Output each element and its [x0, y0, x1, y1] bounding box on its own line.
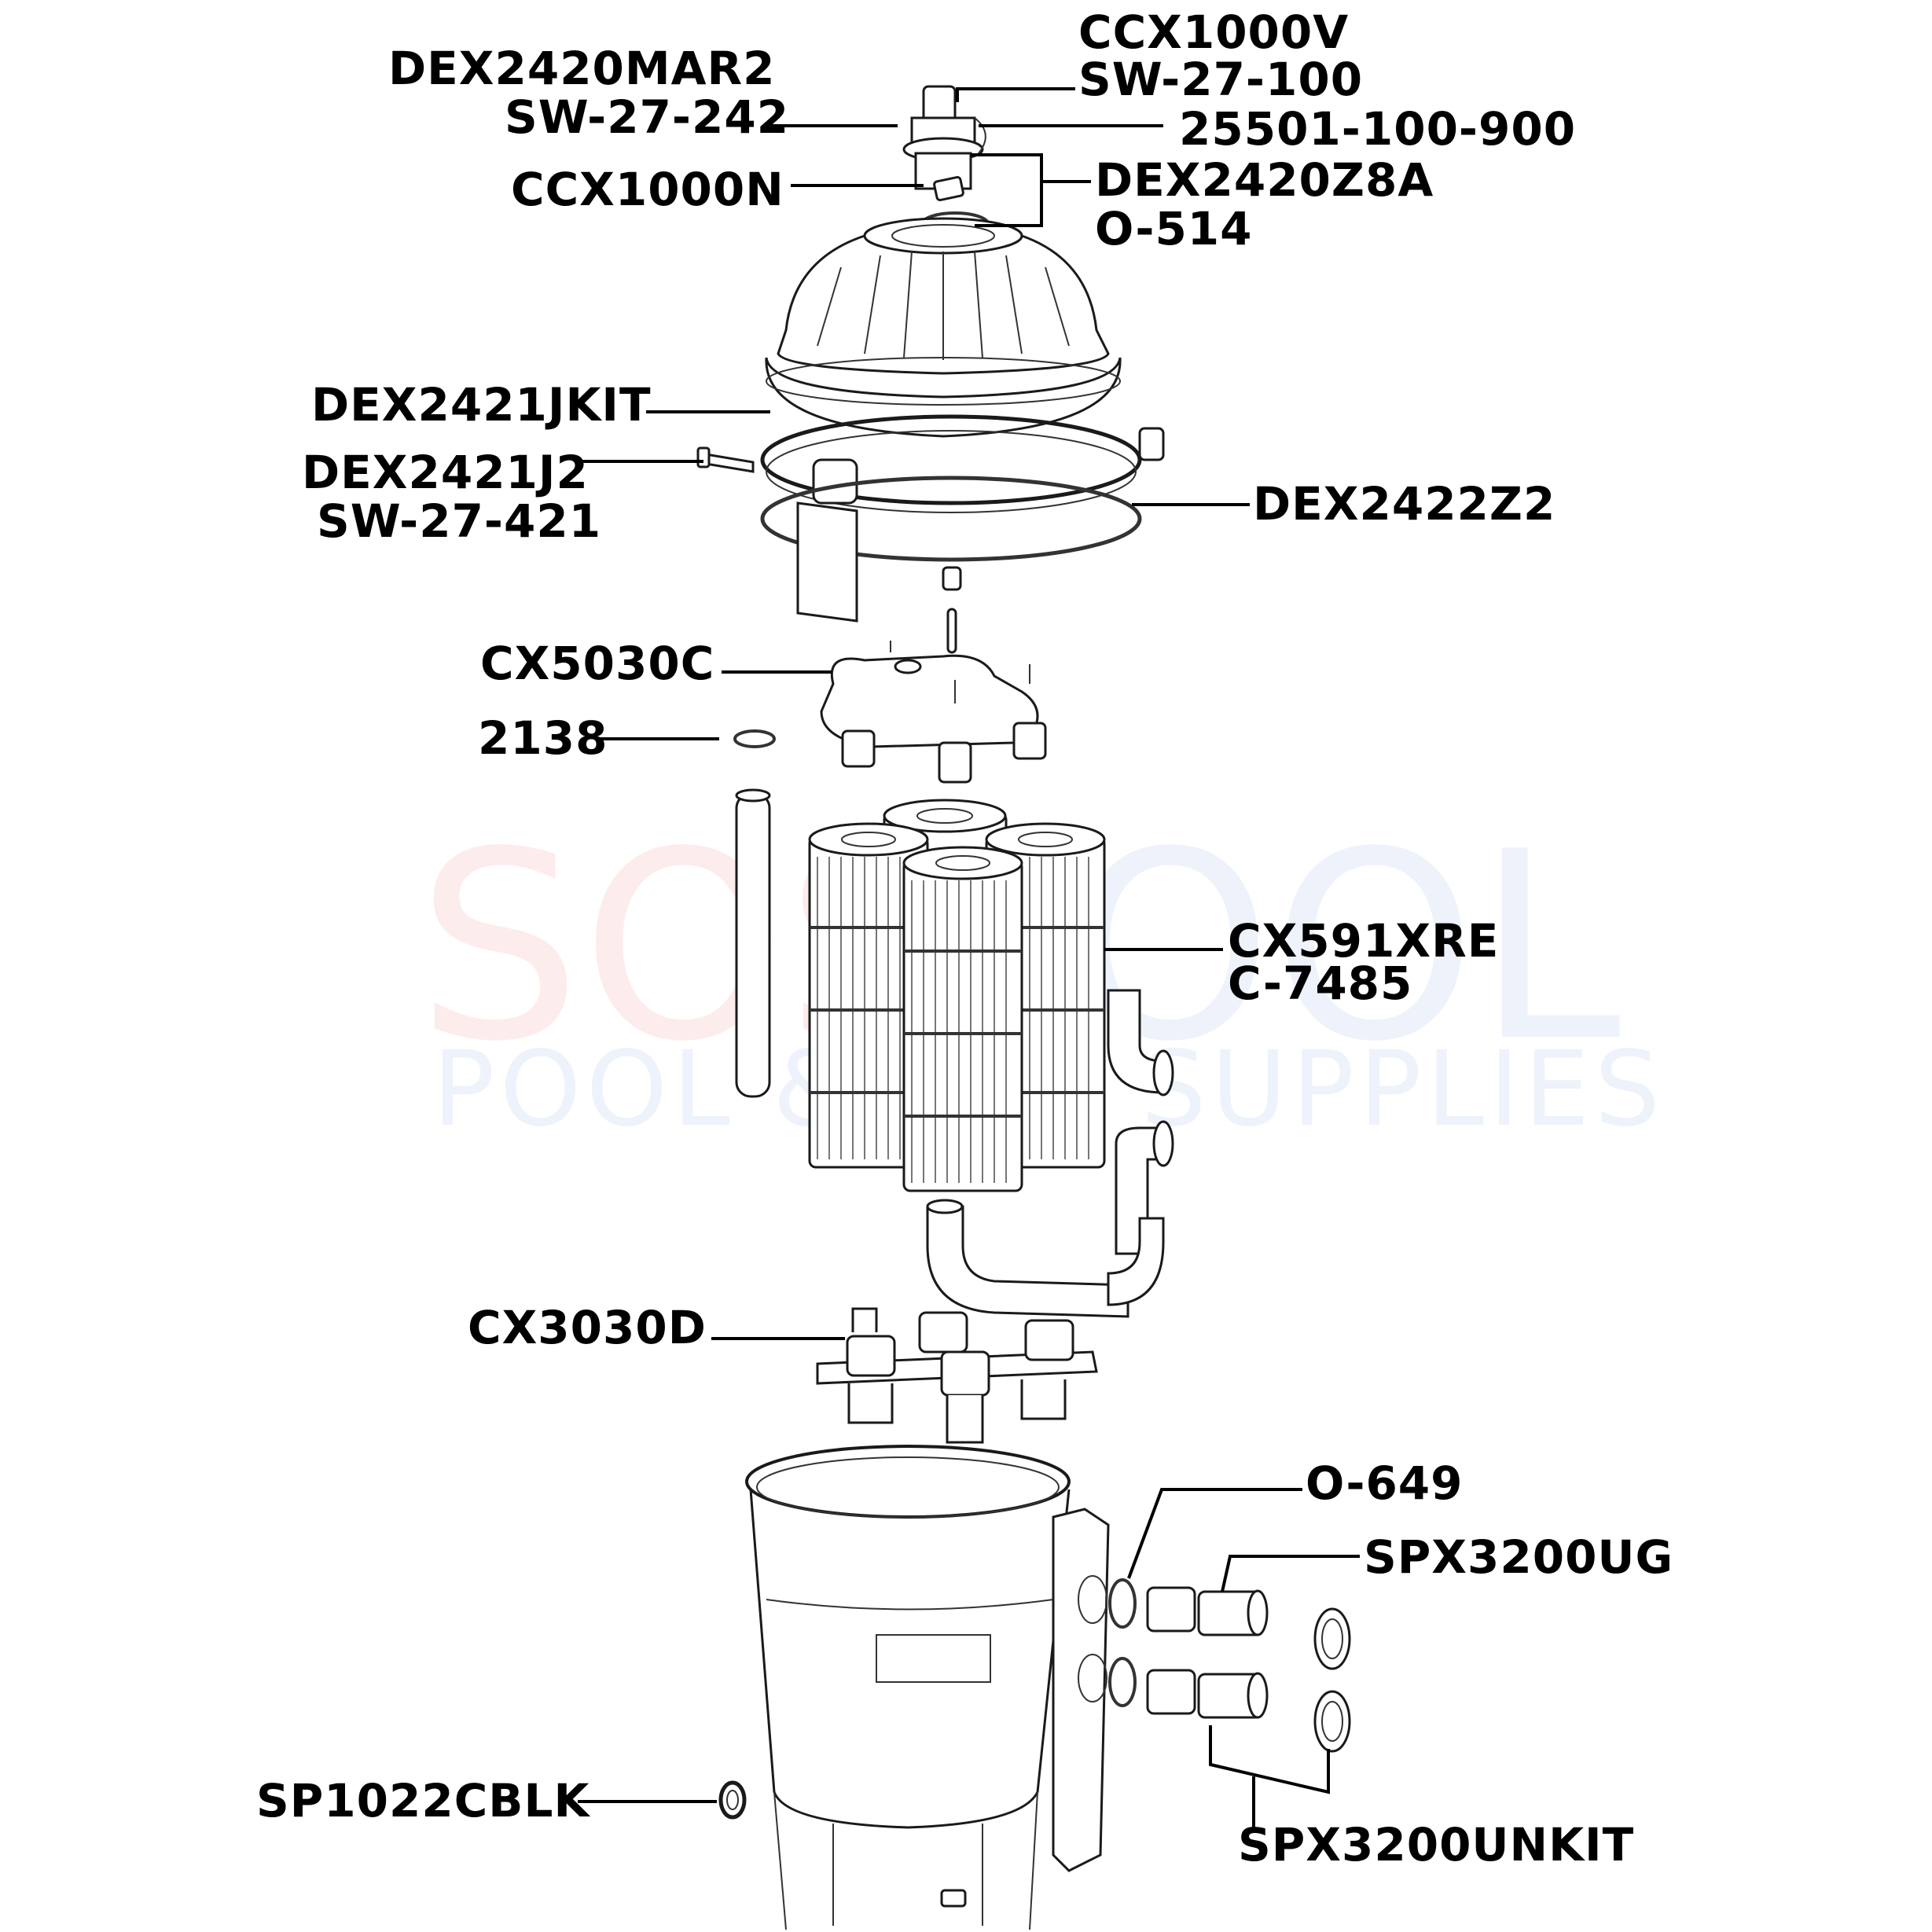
- clamp-bolt-icon: [696, 446, 755, 473]
- tank-o-ring-icon: [760, 476, 1142, 562]
- label-cx3030d: CX3030D: [468, 1301, 707, 1354]
- lower-manifold-icon: [816, 1307, 1098, 1444]
- label-sp1022cblk: SP1022CBLK: [256, 1774, 590, 1827]
- label-ccx1000n: CCX1000N: [511, 163, 784, 216]
- filter-lid-icon: [765, 217, 1122, 438]
- air-relief-valve-icon: [902, 85, 986, 190]
- plug-and-pin-icon: [942, 566, 962, 654]
- upper-manifold-icon: [820, 641, 1047, 784]
- filter-cartridges-icon: [808, 799, 1106, 1192]
- clamp-icon: [760, 414, 1165, 513]
- manifold-o-ring-icon: [733, 729, 776, 748]
- elbow-pipes-icon: [926, 989, 1174, 1318]
- filter-tank-icon: [745, 1445, 1110, 1930]
- label-c-7485: C-7485: [1228, 957, 1413, 1010]
- label-cx591xre: CX591XRE: [1228, 914, 1500, 968]
- center-tube-icon: [735, 788, 771, 1098]
- tag-icon: [796, 501, 858, 623]
- label-dex2420z8a: DEX2420Z8A: [1095, 153, 1434, 207]
- label-dex2421j2: DEX2421J2: [302, 446, 589, 499]
- drain-plug-icon: [718, 1780, 747, 1820]
- label-25501-100-900: 25501-100-900: [1179, 102, 1577, 156]
- label-sw-27-242: SW-27-242: [505, 90, 790, 144]
- label-ccx1000v: CCX1000V: [1078, 6, 1350, 59]
- label-dex2421jkit: DEX2421JKIT: [311, 378, 652, 432]
- label-sw-27-100: SW-27-100: [1078, 53, 1364, 106]
- label-sw-27-421: SW-27-421: [317, 494, 602, 548]
- leader-lines: [578, 87, 1360, 1831]
- label-2138: 2138: [478, 711, 608, 765]
- port-o-rings-icon: [1108, 1578, 1137, 1707]
- union-fittings-icon: [1146, 1586, 1351, 1753]
- label-spx3200ug: SPX3200UG: [1364, 1530, 1674, 1584]
- label-o-514: O-514: [1095, 202, 1253, 255]
- label-dex2422z2: DEX2422Z2: [1253, 477, 1556, 531]
- label-cx5030c: CX5030C: [480, 637, 715, 690]
- label-spx3200unkit: SPX3200UNKIT: [1238, 1818, 1635, 1871]
- label-dex2420mar2: DEX2420MAR2: [388, 42, 776, 95]
- nut-icon: [933, 175, 964, 202]
- label-o-649: O-649: [1306, 1456, 1464, 1510]
